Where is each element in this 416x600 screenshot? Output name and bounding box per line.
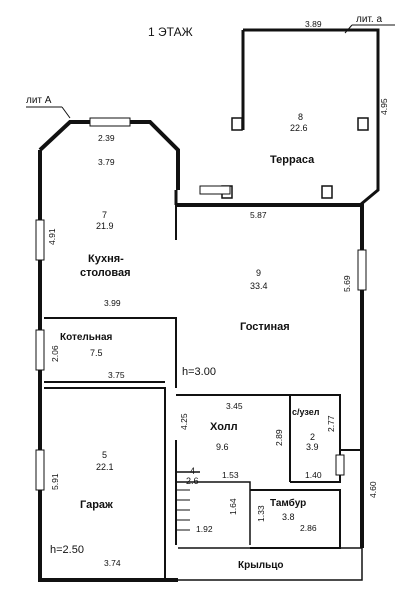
dim-right-outer: 4.60: [368, 481, 378, 498]
wc-name: с/узел: [292, 407, 320, 417]
floor-title: 1 ЭТАЖ: [148, 25, 193, 39]
hall-area: 9.6: [216, 442, 229, 452]
dim-hall-left: 4.25: [179, 413, 189, 430]
boiler-name: Котельная: [60, 332, 113, 343]
dim-hall-right: 2.89: [274, 429, 284, 446]
terrace-num: 8: [298, 112, 303, 122]
kitchen-name-line2: столовая: [80, 267, 131, 279]
dim-kitchen-left: 4.91: [47, 228, 57, 245]
dim-garage-bottom: 3.74: [104, 558, 121, 568]
living-area: 33.4: [250, 281, 268, 291]
dim-boiler-bottom: 3.75: [108, 370, 125, 380]
dim-terrace-top: 3.89: [305, 19, 322, 29]
dim-kitchen-bottom: 3.99: [104, 298, 121, 308]
stairs-area: 2.6: [186, 476, 199, 486]
garage-area: 22.1: [96, 462, 114, 472]
height-garage: h=2.50: [50, 544, 84, 556]
dim-kitchen-top: 2.39: [98, 133, 115, 143]
terrace-name: Терраса: [270, 154, 315, 166]
dim-wc-right: 2.77: [326, 415, 336, 432]
dim-hall-top: 3.45: [226, 401, 243, 411]
dim-garage-left: 5.91: [50, 473, 60, 490]
room-labels: 8 22.6 Терраса 7 21.9 Кухня- столовая 9 …: [50, 112, 320, 571]
garage-name: Гараж: [80, 499, 113, 511]
dimensions: 3.89 4.95 2.39 3.79 4.91 5.87 5.69 3.99 …: [47, 19, 389, 568]
stairs-num: 4: [190, 466, 195, 476]
dim-boiler-left: 2.06: [50, 345, 60, 362]
dim-living-right: 5.69: [342, 275, 352, 292]
vestibule-name: Тамбур: [270, 497, 306, 509]
main-walls: [38, 120, 364, 582]
living-name: Гостиная: [240, 321, 290, 333]
living-num: 9: [256, 268, 261, 278]
dim-terrace-right: 4.95: [379, 98, 389, 115]
lit-A-label: лит А: [26, 95, 52, 106]
wc-area: 3.9: [306, 442, 319, 452]
hall-name: Холл: [210, 421, 238, 433]
dim-vest-bottom: 2.86: [300, 523, 317, 533]
dim-stairs-side: 1.64: [228, 498, 238, 515]
terrace-area: 22.6: [290, 123, 308, 133]
terrace-walls: [174, 28, 380, 207]
stairs: [176, 489, 190, 531]
dim-wc-bottom: 1.40: [305, 470, 322, 480]
kitchen-area: 21.9: [96, 221, 114, 231]
dim-stairs-bottom: 1.92: [196, 524, 213, 534]
lit-a-small-label: лит. а: [356, 14, 382, 25]
dim-living-top: 5.87: [250, 210, 267, 220]
dim-kitchen-width: 3.79: [98, 157, 115, 167]
height-main: h=3.00: [182, 366, 216, 378]
kitchen-num: 7: [102, 210, 107, 220]
vestibule-area: 3.8: [282, 512, 295, 522]
lit-A-leader-diag: [61, 106, 71, 119]
dim-vest-left: 1.33: [256, 505, 266, 522]
garage-num: 5: [102, 450, 107, 460]
kitchen-name-line1: Кухня-: [88, 253, 124, 265]
boiler-area: 7.5: [90, 348, 103, 358]
wc-num: 2: [310, 432, 315, 442]
dim-stairs-top: 1.53: [222, 470, 239, 480]
windows: [35, 117, 367, 491]
porch-name: Крыльцо: [238, 560, 284, 571]
